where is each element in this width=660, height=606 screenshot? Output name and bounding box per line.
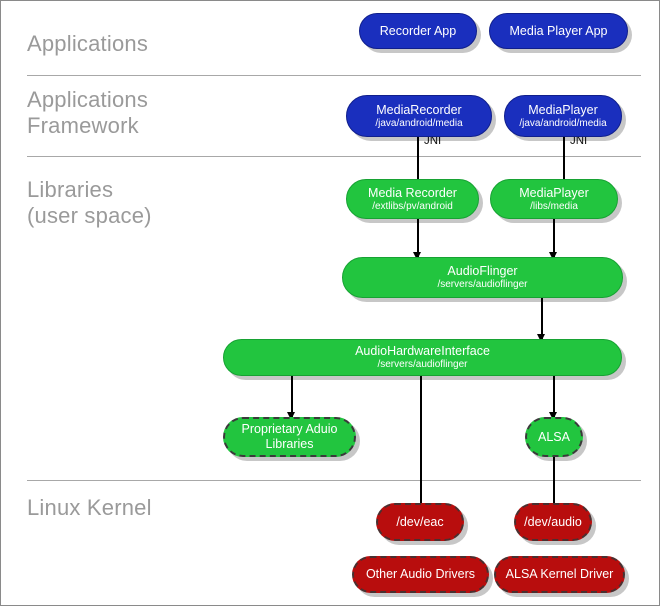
node-media-player-app[interactable]: Media Player App xyxy=(489,13,628,49)
arrowhead-media-player-to-audioflinger xyxy=(549,252,557,260)
node-proprietary-audio-libraries-title-line2: Libraries xyxy=(265,437,314,451)
layer-divider-framework xyxy=(27,156,641,157)
node-media-recorder-library-path: /extlibs/pv/android xyxy=(372,200,453,212)
node-audiohardwareinterface-title: AudioHardwareInterface xyxy=(355,344,490,358)
layer-label-applications-framework: Applications Framework xyxy=(27,87,149,138)
node-mediaplayer-framework[interactable]: MediaPlayer /java/android/media xyxy=(504,95,622,137)
layer-label-linux-kernel: Linux Kernel xyxy=(27,495,152,520)
node-alsa-kernel-driver[interactable]: ALSA Kernel Driver xyxy=(494,556,625,593)
node-proprietary-audio-libraries-title: Proprietary Aduio xyxy=(241,422,338,436)
connector-media-player-to-audioflinger xyxy=(553,219,555,257)
connector-mediarecorder-jni xyxy=(417,137,419,185)
arrowhead-audioflinger-to-audiohardwareinterface xyxy=(537,334,545,342)
node-mediaplayer-framework-title: MediaPlayer xyxy=(528,102,598,117)
connector-alsa-to-dev-audio xyxy=(553,457,555,513)
arrowhead-ahi-to-proprietary-libs xyxy=(287,412,295,420)
node-recorder-app-title: Recorder App xyxy=(379,23,457,38)
node-alsa[interactable]: ALSA xyxy=(525,417,583,457)
connector-media-recorder-to-audioflinger xyxy=(417,219,419,257)
node-media-player-library-path: /libs/media xyxy=(530,200,578,212)
connector-ahi-to-proprietary-libs xyxy=(291,375,293,417)
layer-label-applications: Applications xyxy=(27,31,149,56)
connector-label-jni-left: JNI xyxy=(424,135,442,147)
layer-label-libraries-user-space: Libraries (user space) xyxy=(27,177,152,228)
node-audiohardwareinterface-path: /servers/audioflinger xyxy=(377,359,468,370)
connector-audioflinger-to-audiohardwareinterface xyxy=(541,298,543,340)
arrowhead-media-recorder-to-audioflinger xyxy=(413,252,421,260)
layer-divider-applications xyxy=(27,75,641,76)
node-media-player-library[interactable]: MediaPlayer /libs/media xyxy=(490,179,618,219)
connector-mediaplayer-jni xyxy=(563,137,565,185)
node-dev-audio[interactable]: /dev/audio xyxy=(514,503,592,541)
layer-divider-kernel xyxy=(27,480,641,481)
node-media-recorder-library-title: Media Recorder xyxy=(368,185,457,200)
node-mediarecorder-framework-path: /java/android/media xyxy=(375,117,463,129)
node-media-player-app-title: Media Player App xyxy=(509,23,608,38)
node-audiohardwareinterface[interactable]: AudioHardwareInterface /servers/audiofli… xyxy=(223,339,622,376)
node-audioflinger[interactable]: AudioFlinger /servers/audioflinger xyxy=(342,257,623,298)
node-mediaplayer-framework-path: /java/android/media xyxy=(519,117,607,129)
node-dev-audio-title: /dev/audio xyxy=(524,514,582,529)
node-other-audio-drivers-title: Other Audio Drivers xyxy=(365,567,476,581)
connector-label-jni-right: JNI xyxy=(570,135,588,147)
node-recorder-app[interactable]: Recorder App xyxy=(359,13,477,49)
node-dev-eac-title: /dev/eac xyxy=(396,514,444,529)
node-alsa-title: ALSA xyxy=(538,429,570,444)
node-dev-eac[interactable]: /dev/eac xyxy=(376,503,464,541)
node-audioflinger-title: AudioFlinger xyxy=(447,264,518,278)
node-mediarecorder-framework[interactable]: MediaRecorder /java/android/media xyxy=(346,95,492,137)
node-media-player-library-title: MediaPlayer xyxy=(519,185,589,200)
node-alsa-kernel-driver-title: ALSA Kernel Driver xyxy=(505,567,614,581)
arrowhead-ahi-to-alsa xyxy=(549,412,557,420)
node-proprietary-audio-libraries[interactable]: Proprietary Aduio Libraries xyxy=(223,417,356,457)
node-mediarecorder-framework-title: MediaRecorder xyxy=(376,102,462,117)
connector-ahi-to-dev-eac xyxy=(420,375,422,513)
node-media-recorder-library[interactable]: Media Recorder /extlibs/pv/android xyxy=(346,179,479,219)
node-audioflinger-path: /servers/audioflinger xyxy=(437,279,528,290)
connector-ahi-to-alsa xyxy=(553,375,555,417)
node-other-audio-drivers[interactable]: Other Audio Drivers xyxy=(352,556,489,593)
